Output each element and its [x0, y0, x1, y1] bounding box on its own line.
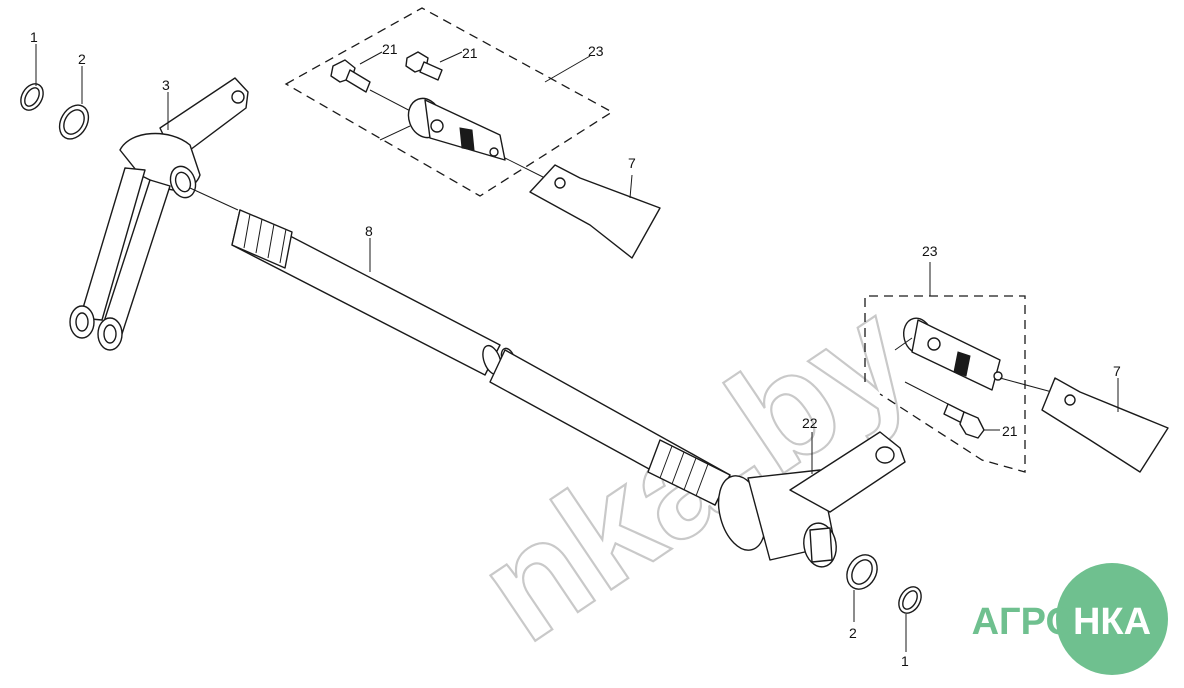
- callout-21-a: 21: [382, 41, 398, 57]
- callout-8: 8: [365, 223, 373, 239]
- callout-23-right: 23: [922, 243, 938, 259]
- kit-box-upper: [284, 7, 614, 197]
- callout-22: 22: [802, 415, 818, 431]
- callout-3: 3: [162, 77, 170, 93]
- screw-right: [904, 381, 1000, 439]
- shaft-upper: [231, 209, 502, 376]
- screw-upper-a: [330, 51, 383, 93]
- callout-23-top: 23: [588, 43, 604, 59]
- clevis-upper: [369, 89, 506, 161]
- lever-arm: [69, 77, 249, 351]
- hub-lever: [717, 431, 906, 568]
- callout-1-bottom: 1: [901, 653, 909, 669]
- plate-right: [999, 377, 1169, 473]
- kit-box-right: [864, 262, 1026, 473]
- logo-text-left: АГРО: [972, 601, 1075, 643]
- callout-21-b: 21: [462, 45, 478, 61]
- callout-21-right: 21: [1002, 423, 1018, 439]
- agronka-logo: АГРО НКА: [972, 563, 1168, 675]
- logo-text-right: НКА: [1073, 601, 1151, 643]
- snap-ring-bottom: [898, 586, 922, 652]
- callout-7-top: 7: [628, 155, 636, 171]
- screw-upper-b: [405, 51, 463, 81]
- clevis-right: [894, 317, 1003, 391]
- plate-upper: [504, 157, 661, 259]
- washer-bottom: [846, 554, 878, 622]
- callout-2-bottom: 2: [849, 625, 857, 641]
- snap-ring-top: [20, 44, 44, 111]
- callout-7-right: 7: [1113, 363, 1121, 379]
- shaft-lower: [489, 347, 731, 506]
- logo-circle: [1056, 563, 1168, 675]
- washer-top: [58, 66, 90, 140]
- axis-line-left: [189, 187, 239, 211]
- callout-2-top: 2: [78, 51, 86, 67]
- callout-1-top: 1: [30, 29, 38, 45]
